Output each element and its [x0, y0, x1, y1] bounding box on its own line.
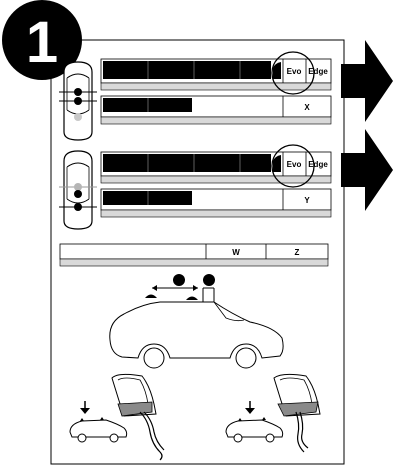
column-z-label: Z	[295, 248, 300, 257]
rear-label-evo: Evo	[287, 160, 302, 169]
step-number: 1	[26, 10, 58, 75]
mini-car-left	[69, 401, 128, 443]
front-highlight-circle	[271, 51, 315, 95]
step-badge: 1	[2, 0, 82, 80]
clamp-detail-left	[111, 373, 165, 461]
arrow-right-icon	[341, 129, 393, 211]
front-label-edge: Edge	[308, 67, 328, 76]
front-value-table: X	[100, 95, 332, 125]
car-top-view-front	[59, 61, 97, 141]
rear-value-table: Y	[100, 188, 332, 218]
arrow-right-icon	[341, 40, 393, 122]
front-value-label: X	[304, 103, 310, 112]
front-fitting-table: Evo Edge	[100, 51, 332, 95]
marker-w-dot	[173, 274, 185, 286]
rear-highlight-circle	[271, 144, 315, 188]
measurement-table: W Z	[59, 243, 329, 267]
rear-value-label: Y	[304, 196, 310, 205]
mini-car-right	[225, 401, 284, 443]
car-top-view-rear	[59, 150, 97, 230]
car-side-view	[109, 274, 284, 369]
clamp-detail-right	[273, 373, 321, 453]
marker-z-dot	[203, 274, 215, 286]
front-label-evo: Evo	[287, 67, 302, 76]
rear-fitting-table: Evo Edge	[100, 144, 332, 188]
rear-label-edge: Edge	[308, 160, 328, 169]
column-w-label: W	[232, 248, 240, 257]
